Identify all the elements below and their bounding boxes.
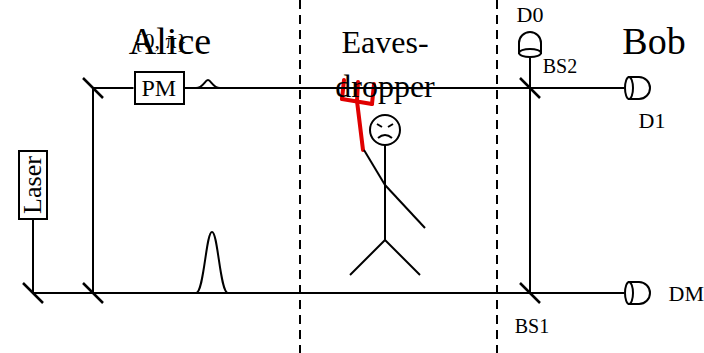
detector: D0 [518, 30, 542, 58]
phase-modulator-box: PM [134, 71, 185, 105]
region-label: Bob [622, 22, 685, 60]
node-label: DM [669, 283, 704, 305]
light-beam [33, 220, 624, 293]
detector-symbol [624, 281, 652, 305]
node-label: D1 [639, 110, 666, 132]
node-label: Laser [20, 156, 46, 214]
pulse [196, 80, 228, 293]
light-beam [33, 88, 624, 293]
splitter-label: BS1 [515, 316, 549, 336]
detector: D1 [624, 76, 652, 100]
detector: DM [624, 281, 652, 305]
light-beam [33, 88, 134, 293]
laser-box: Laser [18, 150, 48, 220]
light-beam [33, 58, 530, 293]
detector-symbol [518, 30, 542, 58]
region-divider [300, 0, 497, 353]
node-label: D0 [517, 4, 544, 26]
region-label: Eaves- dropper [315, 20, 455, 108]
phase-label: {0, π} [133, 30, 187, 52]
node-label: PM [142, 76, 177, 100]
mirror [23, 78, 540, 303]
splitter-label: BS2 [543, 56, 577, 76]
detector-symbol [624, 76, 652, 100]
eavesdropper-figure [350, 115, 425, 275]
